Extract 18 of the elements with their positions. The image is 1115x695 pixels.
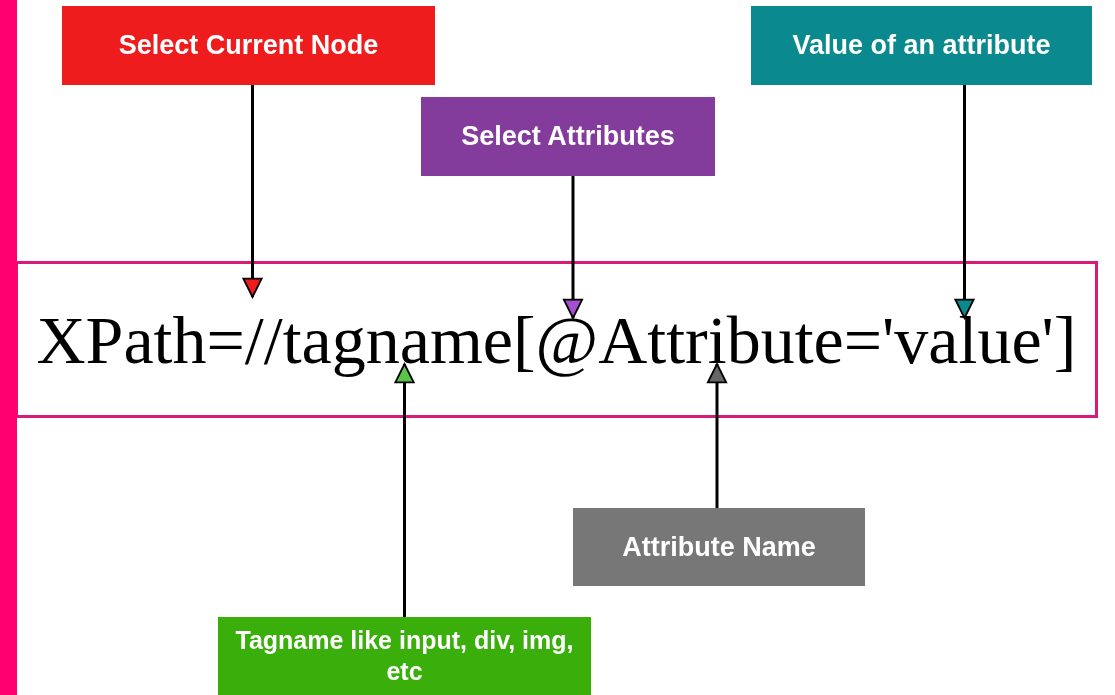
arrow: [706, 363, 728, 508]
label-box: [421, 97, 715, 176]
arrow: [954, 85, 975, 319]
xpath-expression: XPath=//tagname[@Attribute='value']: [36, 300, 1077, 380]
arrow: [242, 85, 263, 298]
box-label: Value of an attribute: [792, 29, 1051, 63]
side-bar: [0, 0, 17, 695]
box-label: Attribute Name: [622, 530, 816, 564]
label-box: [218, 617, 591, 695]
label-box: [62, 6, 435, 85]
expression-box: [15, 261, 1098, 418]
label-box: [573, 508, 865, 586]
arrow: [394, 363, 415, 617]
arrow: [562, 176, 584, 319]
label-box: [751, 6, 1092, 85]
box-label: Tagname like input, div, img, etc: [234, 624, 575, 687]
box-label: Select Attributes: [461, 120, 675, 154]
box-label: Select Current Node: [118, 29, 379, 63]
